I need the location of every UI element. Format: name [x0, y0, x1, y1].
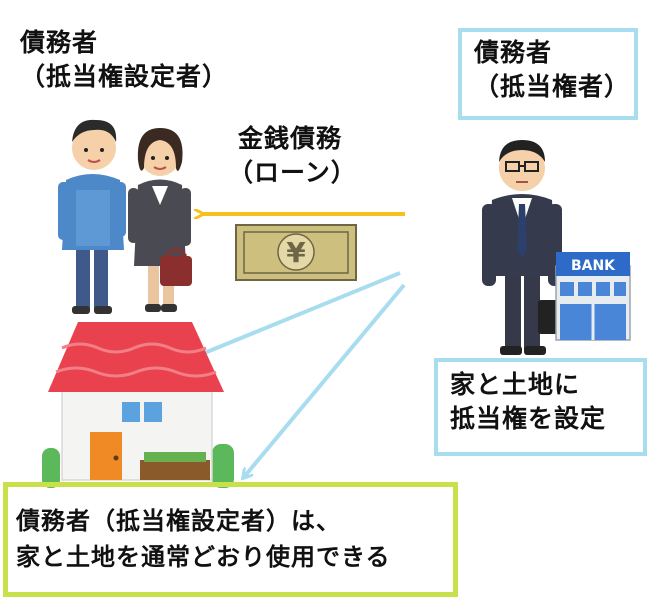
debtor-role: （抵当権設定者） — [20, 62, 229, 91]
mortgage-arrow-house — [180, 271, 401, 363]
woman-figure — [128, 128, 192, 312]
creditor-role: （抵当権者） — [474, 72, 631, 101]
creditor-box: 債務者 （抵当権者） — [458, 28, 638, 120]
couple-illustration — [58, 119, 192, 314]
summary-line1: 債務者（抵当権設定者）は、 — [16, 507, 341, 535]
summary-line2: 家と土地を通常どおり使用できる — [16, 543, 391, 571]
money-symbol: ¥ — [286, 236, 306, 269]
bank-building: BANK — [555, 252, 631, 341]
mortgage-box: 家と土地に 抵当権を設定 — [434, 358, 647, 456]
banknote-icon: ¥ — [235, 224, 357, 281]
debtor-label: 債務者 （抵当権設定者） — [20, 26, 228, 94]
summary-box: 債務者（抵当権設定者）は、 家と土地を通常どおり使用できる — [3, 482, 458, 597]
loan-title: 金銭債務 — [238, 124, 343, 153]
loan-label: 金銭債務 （ローン） — [228, 122, 357, 190]
loan-note: （ローン） — [228, 158, 357, 187]
creditor-title: 債務者 — [474, 38, 553, 67]
house-illustration — [42, 322, 234, 488]
debtor-title: 債務者 — [20, 28, 99, 57]
mortgage-arrow-land — [244, 283, 406, 477]
banker-figure — [482, 140, 562, 355]
mortgage-line1: 家と土地に — [450, 370, 581, 399]
bank-sign-text: BANK — [571, 258, 616, 274]
man-figure — [58, 119, 126, 314]
mortgage-line2: 抵当権を設定 — [450, 404, 607, 433]
